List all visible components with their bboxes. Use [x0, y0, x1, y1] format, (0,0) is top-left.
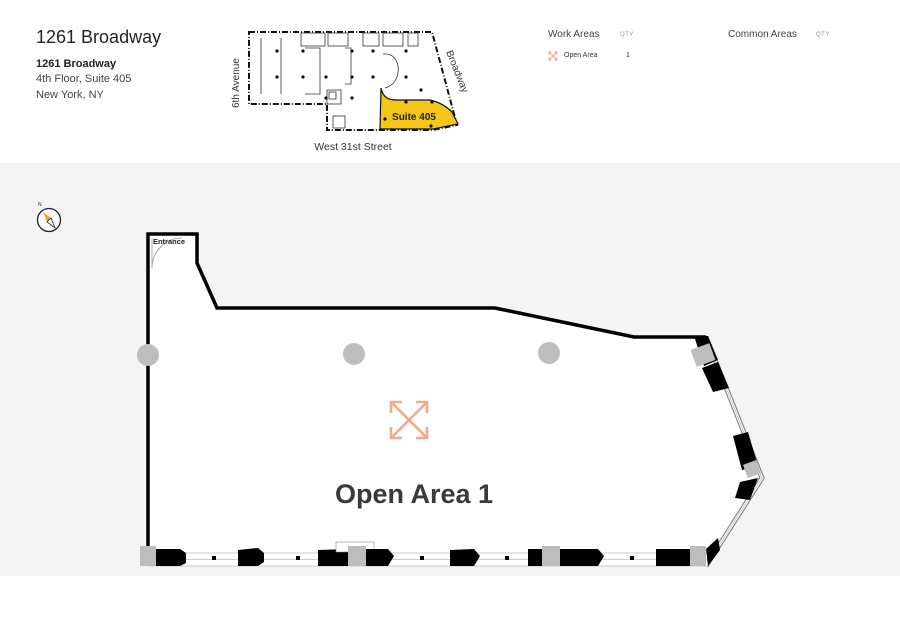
work-areas-heading: Work Areas [548, 29, 600, 40]
key-plan: Suite 405 6th Avenue Broadway West 31st … [231, 31, 470, 153]
open-area-icon[interactable] [389, 400, 429, 440]
address-city: New York, NY [36, 89, 104, 101]
header: 1261 Broadway 1261 Broadway 4th Floor, S… [0, 0, 900, 163]
column [343, 343, 365, 365]
suite-label: Suite 405 [392, 112, 436, 123]
area-label: Open Area 1 [335, 479, 493, 509]
legend-item-open-area-qty: 1 [626, 52, 630, 59]
page-title: 1261 Broadway [36, 27, 162, 47]
right-facade [690, 336, 765, 568]
bottom-facade [140, 538, 720, 567]
common-areas-qty-label: QTY [816, 32, 830, 38]
expand-arrows-icon [548, 51, 558, 61]
street-label-left: 6th Avenue [231, 58, 242, 108]
wall-outline [146, 232, 706, 566]
work-areas-qty-label: QTY [620, 32, 634, 38]
entrance-label: Entrance [153, 237, 185, 246]
common-areas-heading: Common Areas [728, 29, 797, 40]
column [137, 344, 159, 366]
street-label-bottom: West 31st Street [314, 141, 392, 153]
address-name: 1261 Broadway [36, 58, 117, 70]
compass-north-label: N [38, 202, 42, 208]
footer-panel [26, 576, 900, 640]
legend-item-open-area[interactable]: Open Area [564, 52, 598, 59]
column [538, 342, 560, 364]
floor-plan: Entrance [137, 232, 765, 568]
door-swing [151, 237, 183, 269]
compass-icon[interactable]: N [33, 197, 65, 237]
address-suite: 4th Floor, Suite 405 [36, 73, 132, 85]
open-area-region[interactable] [148, 234, 762, 566]
